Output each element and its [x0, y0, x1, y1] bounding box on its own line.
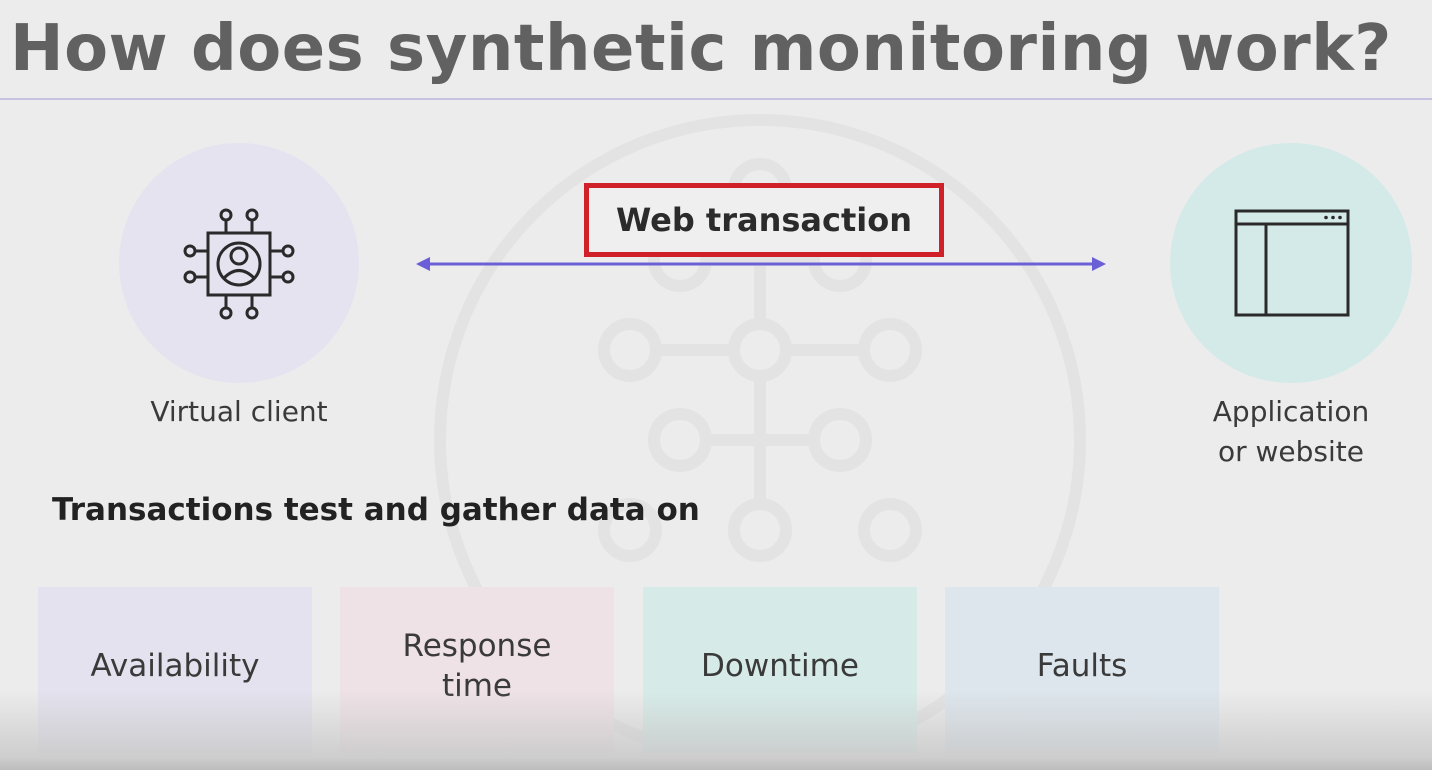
chip-user-icon: [183, 208, 295, 320]
metric-label: Availability: [90, 648, 260, 684]
web-transaction-label: Web transaction: [616, 201, 912, 239]
slide-title: How does synthetic monitoring work?: [10, 12, 1392, 86]
bottom-shadow: [0, 690, 1432, 770]
browser-window-icon: [1234, 209, 1350, 317]
metrics-heading: Transactions test and gather data on: [52, 492, 700, 528]
application-circle: [1170, 143, 1412, 383]
virtual-client-label: Virtual client: [150, 395, 328, 428]
bidirectional-arrow: [416, 257, 1106, 271]
title-divider: [0, 98, 1432, 100]
metric-label: Faults: [1036, 648, 1128, 684]
web-transaction-box: Web transaction: [584, 183, 944, 257]
metric-label: Downtime: [701, 648, 859, 684]
application-label: Application or website: [1212, 395, 1370, 468]
